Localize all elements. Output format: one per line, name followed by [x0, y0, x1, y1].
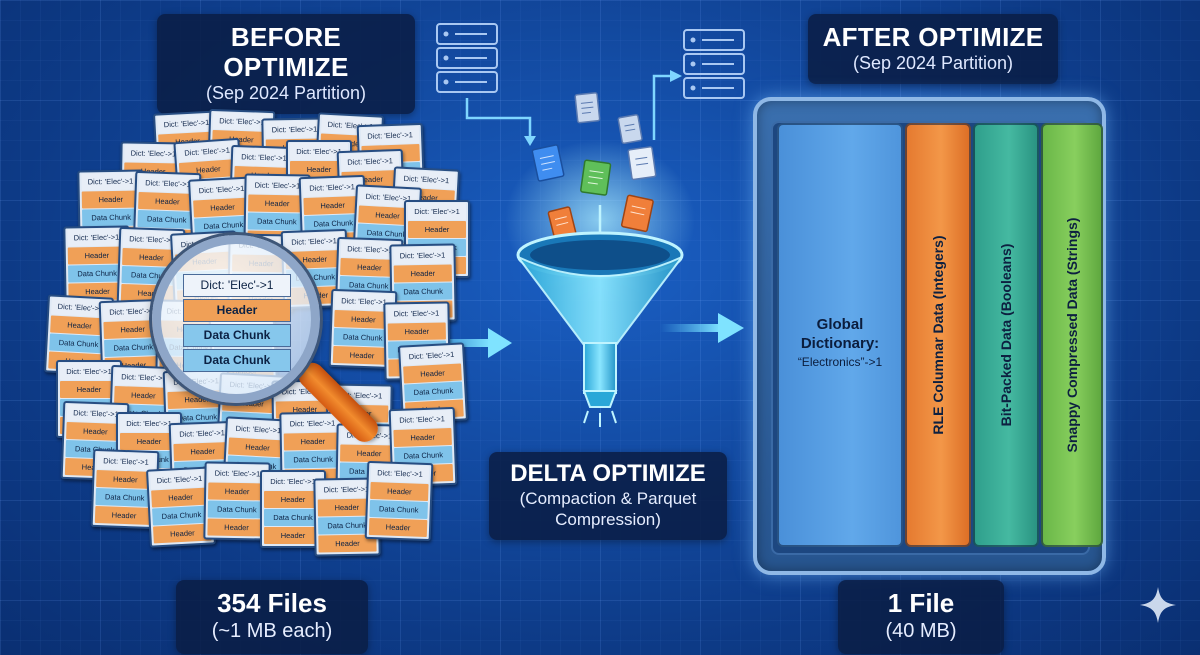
- sparkle-icon: [1140, 587, 1176, 623]
- optimize-title: DELTA OPTIMIZE: [510, 460, 706, 487]
- magnified-data-row: Data Chunk: [183, 349, 291, 372]
- magnifier-icon: Dict: 'Elec'->1 Header Data Chunk Data C…: [152, 235, 402, 465]
- arrow-down-icon: [524, 136, 536, 146]
- small-file-header-row: Header: [403, 363, 462, 384]
- before-subtitle: (Sep 2024 Partition): [205, 83, 367, 103]
- small-file-header-row: Header: [94, 505, 154, 525]
- small-file-header-row: Header: [207, 518, 266, 537]
- rle-column: RLE Columnar Data (Integers): [905, 123, 971, 547]
- rle-label: RLE Columnar Data (Integers): [930, 235, 946, 435]
- document-icon: [531, 144, 565, 182]
- small-file-dict-row: Dict: 'Elec'->1: [192, 179, 251, 200]
- small-file-dict-row: Dict: 'Elec'->1: [157, 113, 216, 134]
- small-file-header-row: Header: [393, 264, 452, 283]
- small-file-dict-row: Dict: 'Elec'->1: [408, 203, 466, 220]
- document-icon: [574, 92, 601, 124]
- small-file-data-row: Data Chunk: [369, 499, 428, 520]
- after-file-count: 1 File: [887, 588, 955, 618]
- small-file-dict-row: Dict: 'Elec'->1: [60, 363, 118, 380]
- small-file-dict-row: Dict: 'Elec'->1: [150, 469, 209, 490]
- dictionary-title-line1: Global: [816, 316, 864, 333]
- small-file-data-row: Data Chunk: [95, 487, 154, 508]
- before-title: BEFORE OPTIMIZE: [223, 22, 349, 82]
- dictionary-title-line2: Dictionary:: [800, 335, 880, 352]
- after-file-size: (40 MB): [885, 620, 957, 642]
- before-optimize-title-panel: BEFORE OPTIMIZE (Sep 2024 Partition): [157, 14, 415, 114]
- small-file-header-row: Header: [120, 433, 178, 450]
- small-file-dict-row: Dict: 'Elec'->1: [290, 143, 348, 160]
- small-file-header-row: Header: [264, 491, 322, 508]
- small-file-dict-row: Dict: 'Elec'->1: [81, 172, 140, 191]
- after-optimize-title-panel: AFTER OPTIMIZE (Sep 2024 Partition): [808, 14, 1058, 84]
- flow-line-up: [652, 74, 672, 140]
- global-dictionary-label: Global Dictionary: “Electronics”->1: [779, 315, 901, 371]
- before-file-size: (~1 MB each): [211, 620, 333, 642]
- optimized-file: Global Dictionary: “Electronics”->1 RLE …: [753, 97, 1106, 575]
- small-file-data-row: Data Chunk: [404, 381, 463, 402]
- global-dictionary-column: Global Dictionary: “Electronics”->1: [777, 123, 903, 547]
- small-file-dict-row: Dict: 'Elec'->1: [265, 120, 324, 139]
- small-file-dict-row: Dict: 'Elec'->1: [208, 464, 267, 483]
- snappy-label: Snappy Compressed Data (Strings): [1064, 217, 1080, 453]
- small-file-data-row: Data Chunk: [207, 500, 266, 519]
- small-file-data-row: Data Chunk: [247, 212, 306, 231]
- small-file-header-row: Header: [248, 194, 307, 213]
- magnifier-lens: Dict: 'Elec'->1 Header Data Chunk Data C…: [152, 235, 320, 403]
- small-file-dict-row: Dict: 'Elec'->1: [370, 464, 430, 484]
- after-count-panel: 1 File (40 MB): [838, 580, 1004, 654]
- small-file-dict-row: Dict: 'Elec'->1: [234, 148, 294, 168]
- small-file-header-row: Header: [393, 427, 452, 448]
- optimize-subtitle-line1: (Compaction & Parquet: [519, 489, 697, 508]
- optimize-subtitle-line2: Compression): [555, 510, 661, 529]
- small-file-dict-row: Dict: 'Elec'->1: [120, 415, 178, 432]
- small-file-data-row: Data Chunk: [264, 509, 322, 526]
- small-file-header-row: Header: [303, 195, 362, 216]
- bitpacked-label: Bit-Packed Data (Booleans): [998, 243, 1014, 427]
- small-file-dict-row: Dict: 'Elec'->1: [302, 178, 362, 198]
- small-file-dict-row: Dict: 'Elec'->1: [402, 345, 461, 366]
- snappy-column: Snappy Compressed Data (Strings): [1041, 123, 1103, 547]
- small-file-header-row: Header: [264, 527, 322, 544]
- small-file-header-row: Header: [408, 221, 466, 238]
- document-icon: [627, 146, 657, 181]
- server-icon: [436, 23, 498, 93]
- document-icon: [620, 194, 654, 233]
- small-file-header-row: Header: [208, 482, 267, 501]
- document-icon: [580, 159, 612, 196]
- small-file-header-row: Header: [368, 517, 428, 537]
- before-count-panel: 354 Files (~1 MB each): [176, 580, 368, 654]
- magnified-dict-row: Dict: 'Elec'->1: [183, 274, 291, 297]
- server-icon: [683, 29, 745, 99]
- bitpacked-column: Bit-Packed Data (Booleans): [973, 123, 1039, 547]
- small-file-data-row: Data Chunk: [152, 505, 211, 526]
- funnel-icon: [516, 231, 684, 427]
- small-file-header-row: Header: [370, 481, 429, 502]
- small-file-header-row: Header: [151, 487, 210, 508]
- arrow-right-icon: [660, 313, 744, 343]
- small-file-dict-row: Dict: 'Elec'->1: [393, 246, 452, 265]
- after-subtitle: (Sep 2024 Partition): [852, 53, 1014, 73]
- magnified-file: Dict: 'Elec'->1 Header Data Chunk Data C…: [183, 274, 291, 374]
- small-file-dict-row: Dict: 'Elec'->1: [360, 126, 420, 146]
- small-file-data-row: Data Chunk: [137, 209, 196, 230]
- magnified-data-row: Data Chunk: [183, 324, 291, 347]
- small-file-dict-row: Dict: 'Elec'->1: [67, 228, 126, 247]
- small-file-dict-row: Dict: 'Elec'->1: [340, 152, 400, 172]
- flow-line-down: [465, 98, 532, 138]
- small-file-dict-row: Dict: 'Elec'->1: [264, 473, 322, 490]
- small-file-data-row: Data Chunk: [82, 208, 141, 227]
- before-file-count: 354 Files: [217, 588, 327, 618]
- dictionary-value: “Electronics”->1: [797, 355, 883, 369]
- magnified-header-row: Header: [183, 299, 291, 322]
- small-file-dict-row: Dict: 'Elec'->1: [96, 452, 156, 472]
- small-file-data-row: Data Chunk: [394, 282, 453, 301]
- small-file-header-row: Header: [60, 381, 118, 398]
- document-icon: [617, 114, 643, 145]
- magnifier-handle: [293, 357, 383, 447]
- arrow-up-right-icon: [670, 70, 682, 82]
- after-title: AFTER OPTIMIZE: [822, 22, 1044, 52]
- small-file-header-row: Header: [81, 190, 140, 209]
- delta-optimize-panel: DELTA OPTIMIZE (Compaction & Parquet Com…: [489, 452, 727, 540]
